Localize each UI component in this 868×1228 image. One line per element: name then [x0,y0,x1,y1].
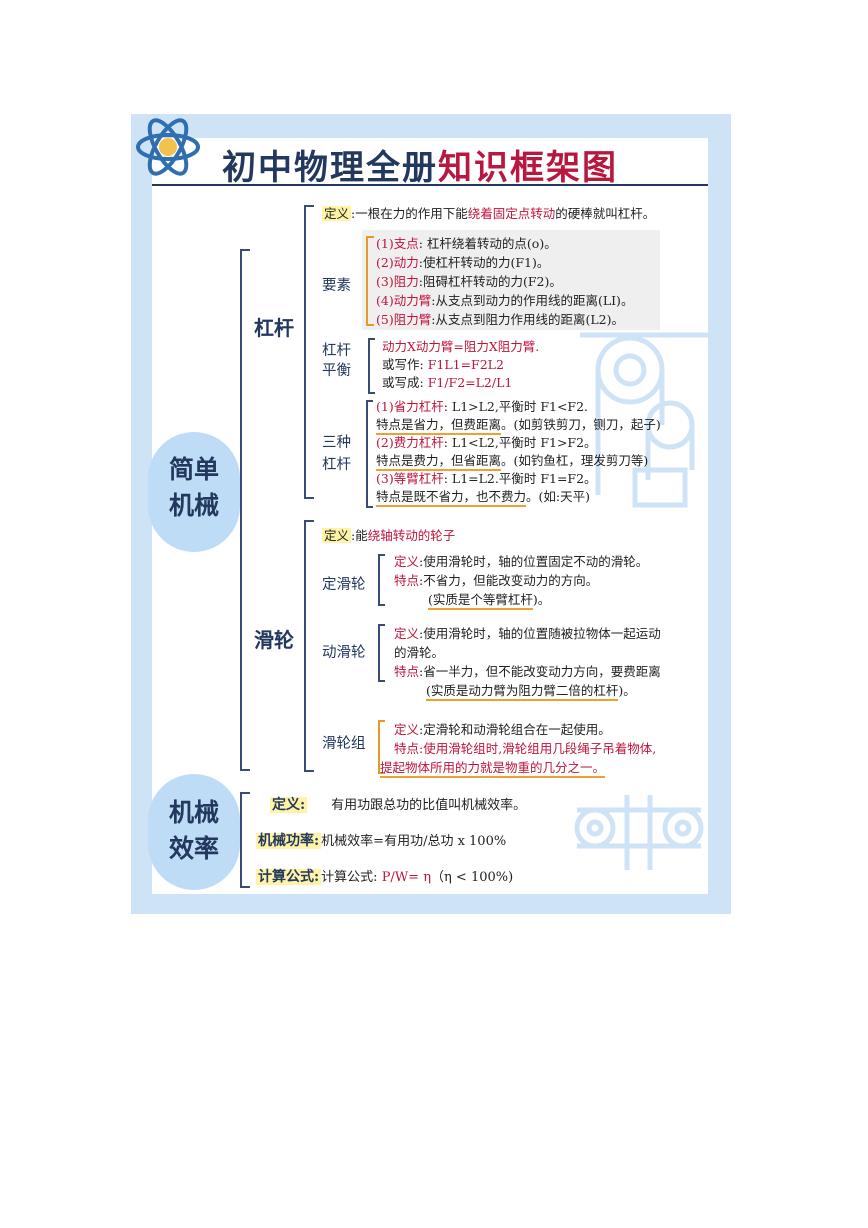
elements-bracket [366,236,374,326]
fixed-pulley-bracket [378,554,385,606]
pulley-illustration-bottom [574,795,704,870]
lever-definition: 定义:一根在力的作用下能绕着固定点转动的硬棒就叫杠杆。 [322,206,655,222]
efficiency-label: 机械 效率 [168,798,219,863]
efficiency-circle [148,774,240,890]
balance-write1: 或写作: F1L1=F2L2 [382,357,504,372]
lever-definition-post: 的硬棒就叫杠杆。 [555,206,656,221]
lever-definition-pre: :一根在力的作用下能 [351,206,468,221]
pulley-label: 滑轮 [254,628,294,652]
efficiency-power: 机械功率:机械效率=有用功/总功 x 100% [256,833,507,849]
element-item-2: (2)动力:使杠杆转动的力(F1)。 [376,255,550,270]
title-underline [152,184,708,186]
lever-definition-key: 定义 [322,206,352,221]
title-part2: 知识框架图 [438,148,618,188]
elements-list: (1)支点: 杠杆绕着转动的点(o)。 (2)动力:使杠杆转动的力(F1)。 (… [376,234,633,329]
fixed-pulley-text: 定义:使用滑轮时，轴的位置固定不动的滑轮。 特点:不省力，但能改变动力的方向。 … [394,552,648,610]
efficiency-calc: 计算公式:计算公式: P/W= η（η < 100%) [256,869,514,885]
elements-label: 要素 [322,278,351,294]
element-item-3: (3)阻力:阻碍杠杆转动的力(F2)。 [376,274,562,289]
simple-machine-line1: 简单 [168,455,219,484]
lever-type-2: (2)费力杠杆: L1<L2,平衡时 F1>F2。 [376,435,597,450]
lever-types-label: 三种 杠杆 [322,435,351,473]
pulley-illustration-top [580,332,720,508]
balance-label: 杠杆 平衡 [322,343,351,379]
movable-pulley-bracket [378,624,385,682]
pulley-group-text: 定义:定滑轮和动滑轮组合在一起使用。 特点:使用滑轮组时,滑轮组用几段绳子吊着物… [394,722,657,756]
lever-definition-highlight: 绕着固定点转动 [467,206,556,221]
balance-formula: 动力X动力臂=阻力X阻力臂. [382,339,540,354]
element-item-1: (1)支点: 杠杆绕着转动的点(o)。 [376,236,557,251]
lever-type-3: (3)等臂杠杆: L1=L2.平衡时 F1=F2。 [376,471,597,486]
simple-machine-bracket [240,249,250,771]
balance-write2: 或写成: F1/F2=L2/L1 [382,375,513,390]
simple-machine-line2: 机械 [168,491,219,520]
movable-pulley-text: 定义:使用滑轮时，轴的位置随被拉物体一起运动 的滑轮。 特点:省一半力，但不能改… [394,624,661,701]
lever-bracket [304,205,314,499]
lever-type-1-feature: 特点是省力，但费距离。(如剪铁剪刀，铡刀，起子) [376,416,661,435]
simple-machine-circle [148,432,240,552]
simple-machine-label: 简单 机械 [148,452,240,524]
fixed-pulley-label: 定滑轮 [322,577,366,593]
efficiency-bracket [240,792,250,888]
element-item-4: (4)动力臂:从支点到动力的作用线的距离(LI)。 [376,293,634,308]
balance-formulas: 动力X动力臂=阻力X阻力臂. 或写作: F1L1=F2L2 或写成: F1/F2… [382,338,539,392]
pulley-bracket [304,520,314,772]
balance-bracket [368,338,375,394]
pulley-group-feature-line2: 提起物体所用的力就是物重的几分之一。 [380,760,606,778]
pulley-group-label: 滑轮组 [322,736,366,752]
lever-type-1: (1)省力杠杆: L1>L2,平衡时 F1<F2. [376,399,589,414]
lever-type-3-feature: 特点是既不省力，也不费力。(如:天平) [376,488,661,507]
lever-label: 杠杆 [254,316,294,340]
lever-types-list: (1)省力杠杆: L1>L2,平衡时 F1<F2. 特点是省力，但费距离。(如剪… [376,398,661,507]
elements-box [362,230,660,330]
lever-types-bracket [366,400,373,508]
page-title: 初中物理全册知识框架图 [222,140,618,189]
efficiency-definition: 定义:有用功跟总功的比值叫机械效率。 [270,797,527,813]
movable-pulley-label: 动滑轮 [322,645,366,661]
pulley-definition: 定义:能绕轴转动的轮子 [322,528,456,543]
element-item-5: (5)阻力臂:从支点到阻力作用线的距离(L2)。 [376,312,624,327]
title-part1: 初中物理全册 [222,148,438,188]
lever-type-2-feature: 特点是费力，但省距离。(如钓鱼杠，理发剪刀等) [376,452,661,471]
pulley-group-bracket [378,720,385,774]
atom-logo-icon [136,118,200,176]
